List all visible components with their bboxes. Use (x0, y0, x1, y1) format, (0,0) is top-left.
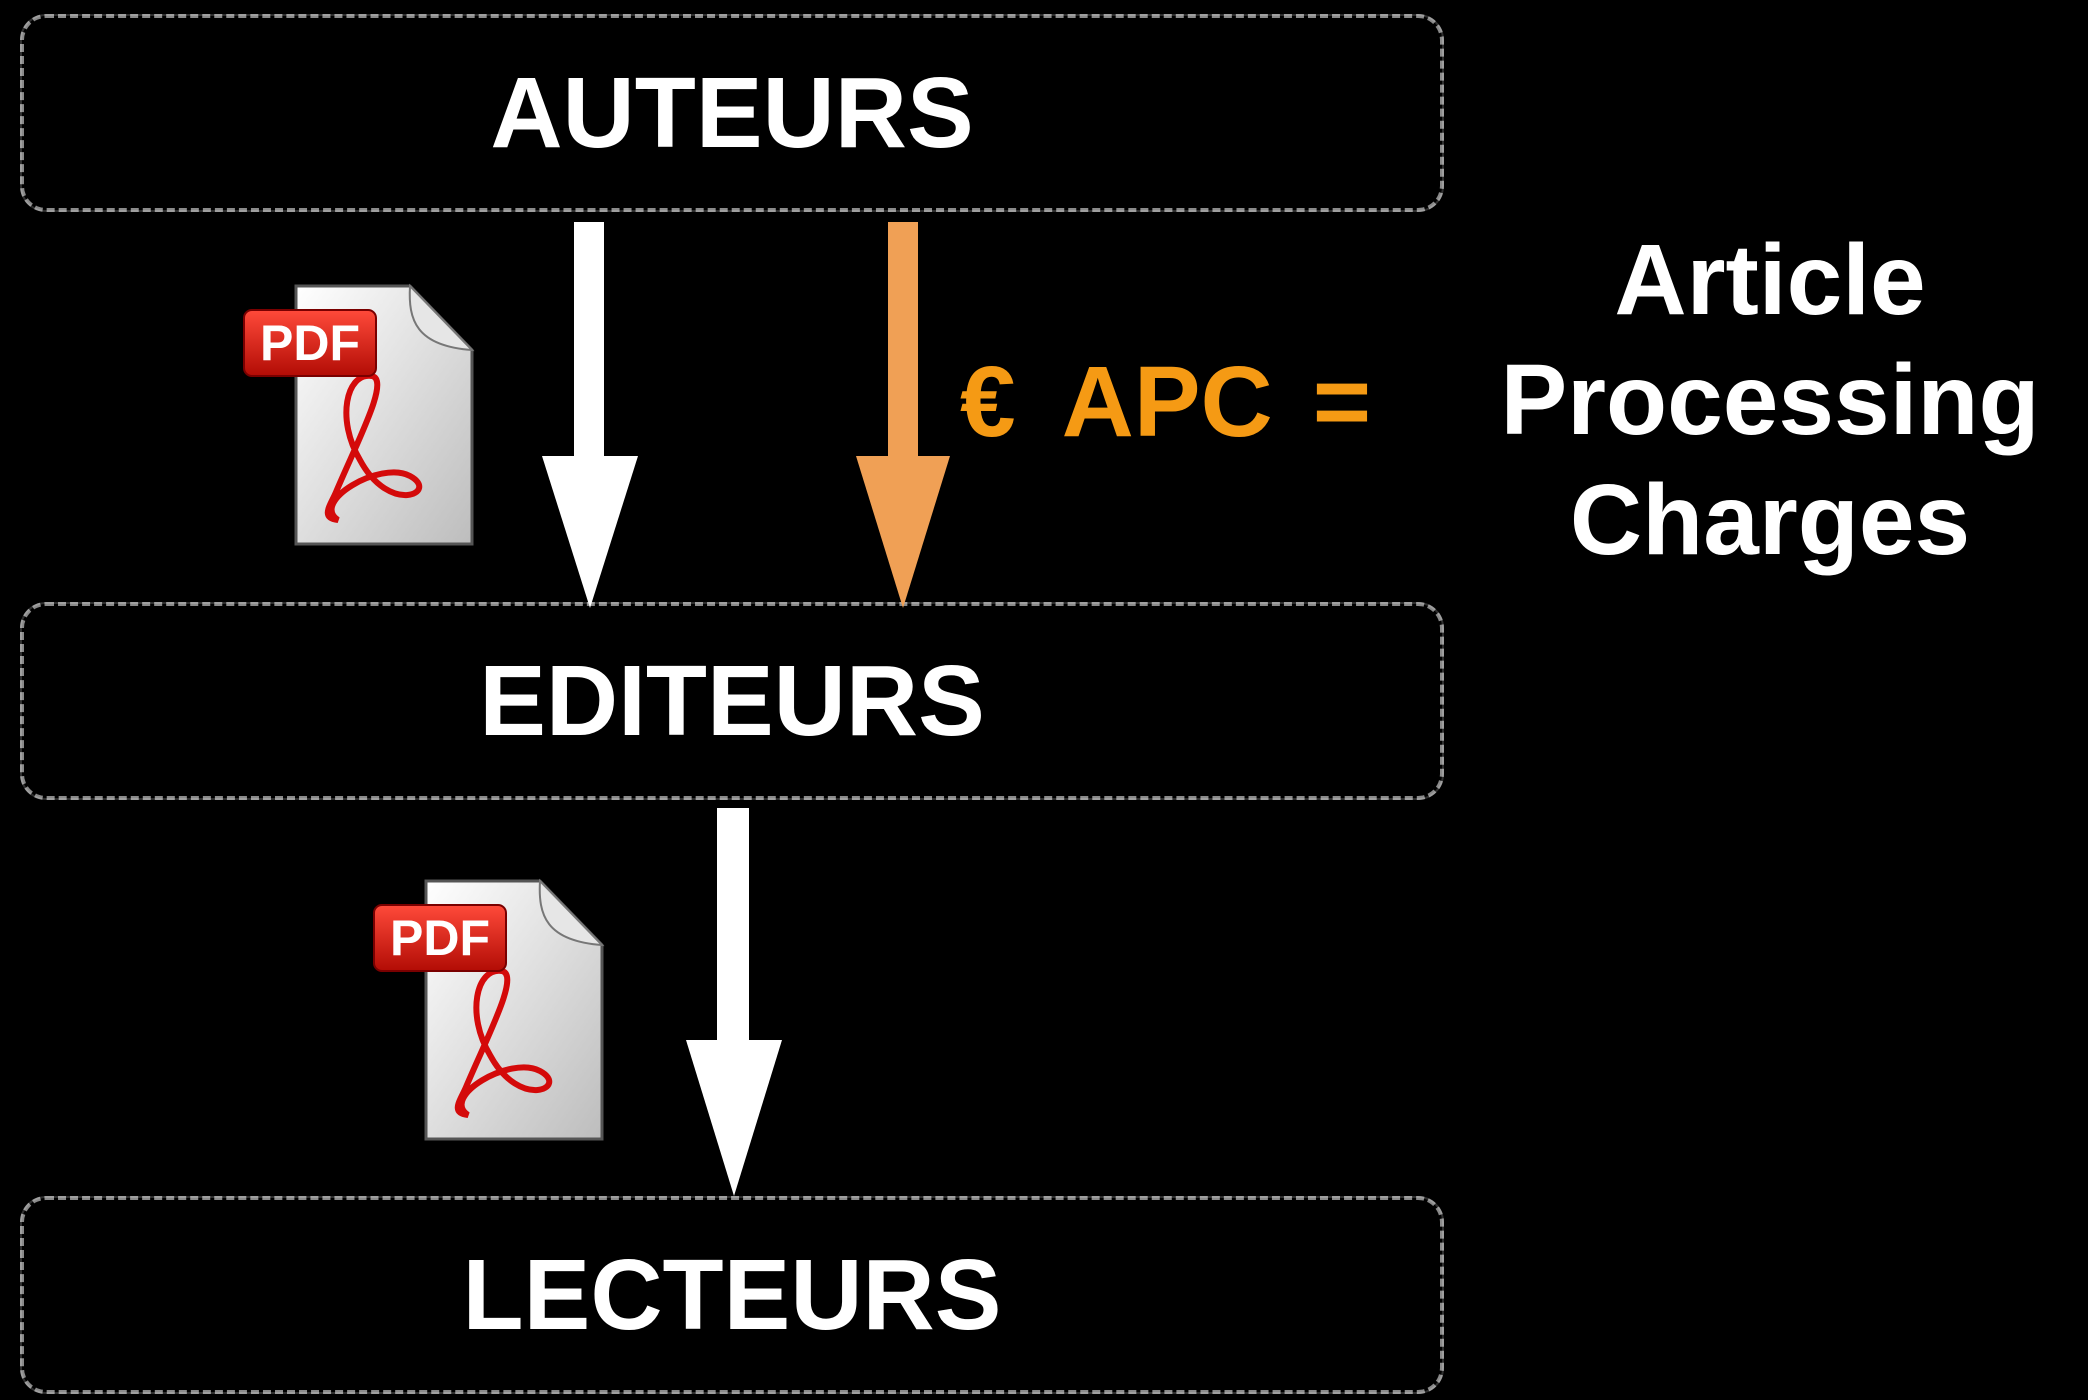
definition-line-1: Article (1614, 224, 1926, 336)
publishers-box: EDITEURS (20, 602, 1444, 800)
svg-text:PDF: PDF (260, 315, 360, 371)
svg-text:PDF: PDF (390, 910, 490, 966)
apc-definition: Article Processing Charges (1460, 220, 2080, 580)
equals-sign: = (1312, 346, 1372, 458)
authors-label: AUTEURS (490, 56, 974, 169)
euro-symbol: € (960, 346, 1016, 458)
document-arrow-publishers-to-readers (686, 808, 782, 1196)
readers-label: LECTEURS (462, 1238, 1002, 1351)
definition-line-3: Charges (1569, 464, 1971, 576)
pdf-file-icon: PDF (243, 283, 475, 546)
readers-box: LECTEURS (20, 1196, 1444, 1394)
document-arrow-authors-to-publishers (542, 222, 638, 608)
definition-line-2: Processing (1500, 344, 2040, 456)
publishers-label: EDITEURS (479, 644, 985, 757)
apc-acronym: APC (1061, 346, 1273, 458)
pdf-file-icon: PDF (373, 878, 605, 1141)
payment-arrow-authors-to-publishers (856, 222, 950, 608)
authors-box: AUTEURS (20, 14, 1444, 212)
apc-formula: € APC = (960, 345, 1371, 460)
